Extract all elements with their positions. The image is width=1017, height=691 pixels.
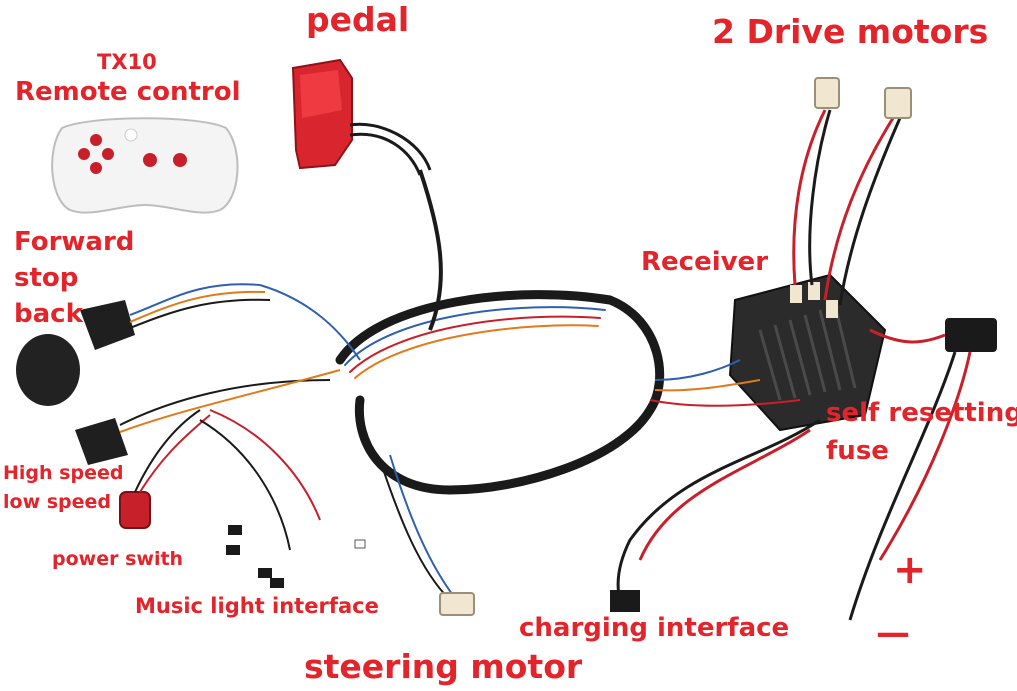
charging-connector bbox=[610, 418, 821, 612]
label-high-speed: High speed bbox=[3, 462, 124, 484]
steering-connector bbox=[379, 454, 475, 616]
label-plus: + bbox=[893, 547, 927, 593]
fuse-icon bbox=[848, 318, 997, 621]
label-remote-model: TX10 bbox=[97, 50, 157, 74]
label-minus: — bbox=[876, 613, 910, 653]
speed-switch-icon bbox=[75, 369, 341, 465]
label-low-speed: low speed bbox=[3, 491, 112, 513]
label-charging: charging interface bbox=[519, 613, 790, 643]
label-self-resetting: self resetting bbox=[826, 398, 1017, 428]
gear-switch-icon bbox=[16, 283, 361, 406]
receiver-icon bbox=[649, 273, 887, 432]
label-power-switch: power swith bbox=[52, 548, 184, 570]
remote-control-icon bbox=[51, 117, 239, 214]
label-music-light: Music light interface bbox=[135, 594, 379, 618]
label-receiver: Receiver bbox=[641, 247, 769, 277]
main-harness bbox=[335, 290, 665, 495]
label-back: back bbox=[14, 299, 83, 329]
music-light-connectors bbox=[199, 409, 366, 588]
label-steering: steering motor bbox=[304, 647, 583, 686]
label-fuse: fuse bbox=[826, 436, 889, 466]
label-remote-control: Remote control bbox=[15, 77, 241, 107]
power-switch-icon bbox=[119, 409, 211, 529]
label-pedal: pedal bbox=[306, 0, 410, 39]
label-drive-motors: 2 Drive motors bbox=[712, 12, 989, 51]
pedal-icon bbox=[291, 58, 443, 331]
label-forward: Forward bbox=[14, 227, 135, 257]
drive-motor-leads bbox=[792, 77, 912, 306]
label-stop: stop bbox=[14, 263, 79, 293]
